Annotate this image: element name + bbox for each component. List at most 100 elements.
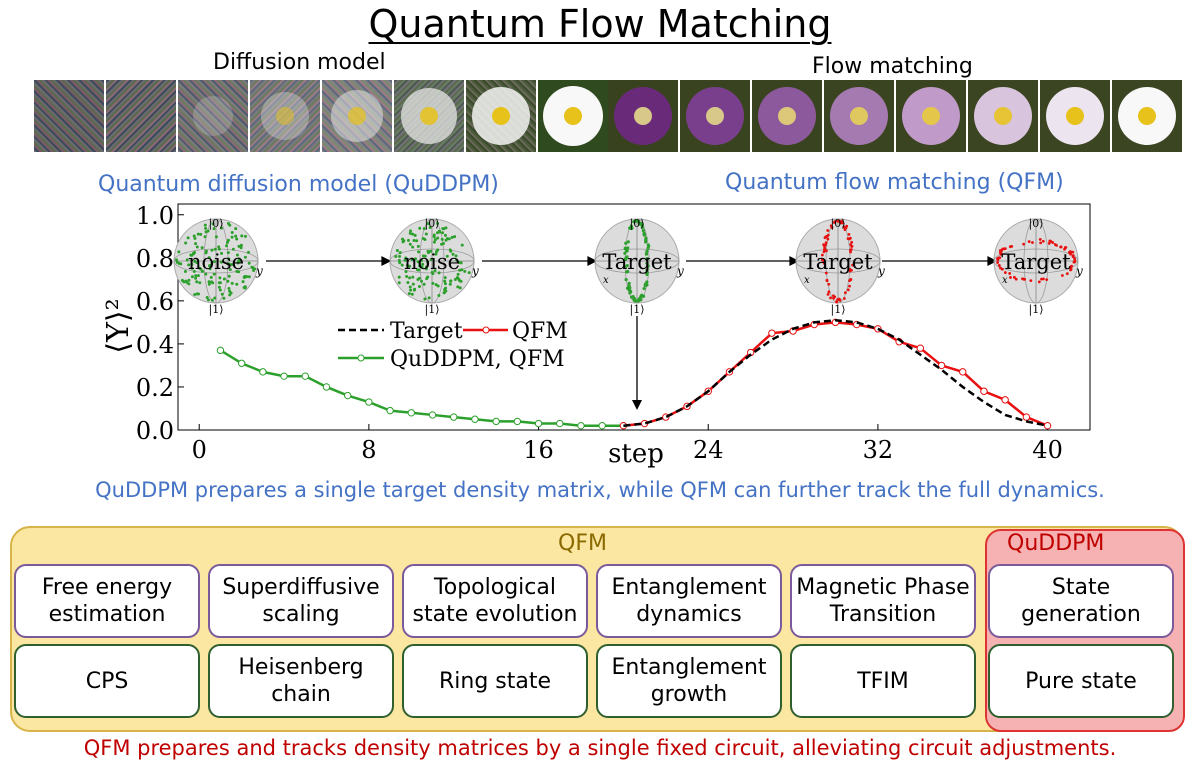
state-dot (455, 258, 459, 262)
state-dot (436, 222, 440, 226)
state-dot (644, 240, 648, 244)
state-dot (437, 293, 441, 297)
state-dot (226, 279, 230, 283)
state-dot (629, 226, 634, 231)
state-dot (432, 240, 436, 244)
state-dot (411, 275, 415, 279)
state-dot (185, 280, 189, 284)
ket-one-label: |1⟩ (831, 303, 846, 317)
state-dot (845, 224, 849, 228)
sphere-label: noise (404, 250, 460, 274)
state-dot (645, 268, 649, 272)
state-dot (195, 280, 199, 284)
state-dot (408, 231, 412, 235)
state-dot (625, 286, 630, 290)
state-dot (1070, 264, 1073, 268)
legend-quddpm-label: QuDDPM, QFM (390, 347, 565, 372)
state-dot (206, 298, 210, 302)
data-point (513, 417, 522, 426)
data-point (577, 421, 585, 430)
state-dot (407, 292, 411, 296)
state-dot (204, 230, 208, 234)
state-dot (827, 282, 831, 286)
bloch-sphere: Target|0⟩|1⟩yx (594, 217, 684, 317)
legend-target-label: Target (390, 319, 463, 344)
state-dot (230, 235, 234, 239)
state-dot (848, 269, 852, 273)
state-dot (408, 242, 412, 246)
data-point (1043, 421, 1052, 430)
state-dot (226, 238, 230, 242)
state-dot (440, 237, 444, 241)
data-point (598, 421, 606, 430)
state-dot (205, 295, 209, 299)
data-point (280, 372, 288, 380)
ket-zero-label: |0⟩ (425, 217, 440, 231)
state-dot (180, 278, 184, 282)
state-dot (222, 296, 226, 300)
diffusion-label: Diffusion model (213, 50, 386, 75)
state-dot (1010, 244, 1014, 248)
state-dot (642, 286, 646, 291)
data-point (343, 391, 352, 400)
state-dot (637, 222, 642, 226)
state-dot (200, 246, 204, 250)
state-dot (196, 274, 200, 278)
data-point (216, 346, 225, 355)
state-dot (1003, 247, 1007, 251)
data-point (556, 419, 564, 428)
state-dot (453, 235, 457, 239)
state-dot (846, 237, 850, 241)
flow-frame (968, 80, 1038, 152)
state-dot (823, 236, 827, 240)
data-point (492, 417, 500, 426)
state-dot (190, 262, 194, 266)
state-dot (847, 232, 851, 236)
bloch-sphere: noise|0⟩|1⟩y (173, 217, 263, 317)
state-dot (1049, 239, 1053, 243)
transition-arrowhead (632, 400, 642, 410)
state-dot (433, 269, 437, 273)
state-dot (629, 224, 633, 228)
state-dot (460, 243, 464, 247)
cell-topological: Topological state evolution (402, 564, 588, 638)
state-dot (823, 247, 827, 251)
data-point (1022, 413, 1031, 421)
state-dot (427, 296, 431, 300)
x-tick-label: 24 (693, 436, 724, 464)
state-dot (243, 255, 247, 259)
state-dot (237, 259, 241, 263)
flow-frame (1040, 80, 1110, 152)
state-dot (848, 284, 851, 288)
state-dot (1045, 278, 1049, 282)
state-dot (227, 274, 231, 278)
state-dot (645, 257, 649, 261)
data-point (237, 359, 246, 367)
cell-pure-state: Pure state (988, 644, 1174, 718)
state-dot (1040, 277, 1043, 281)
y-tick-label: 0.0 (136, 417, 174, 445)
state-dot (1009, 276, 1012, 279)
state-dot (838, 298, 842, 302)
state-dot (1065, 272, 1069, 276)
state-dot (827, 290, 831, 294)
state-dot (247, 261, 251, 265)
state-dot (422, 282, 426, 286)
state-dot (219, 226, 223, 230)
state-dot (239, 246, 243, 250)
state-dot (410, 257, 414, 261)
state-dot (242, 275, 246, 279)
state-dot (433, 238, 437, 242)
state-dot (645, 280, 649, 284)
state-dot (450, 235, 454, 239)
ket-one-label: |1⟩ (630, 303, 645, 317)
state-dot (190, 266, 194, 270)
mid-caption: QuDDPM prepares a single target density … (95, 478, 1105, 502)
state-dot (1059, 245, 1063, 249)
state-dot (441, 231, 445, 235)
state-dot (829, 224, 833, 228)
state-dot (1012, 275, 1016, 279)
data-point (980, 387, 988, 395)
state-dot (429, 257, 433, 261)
